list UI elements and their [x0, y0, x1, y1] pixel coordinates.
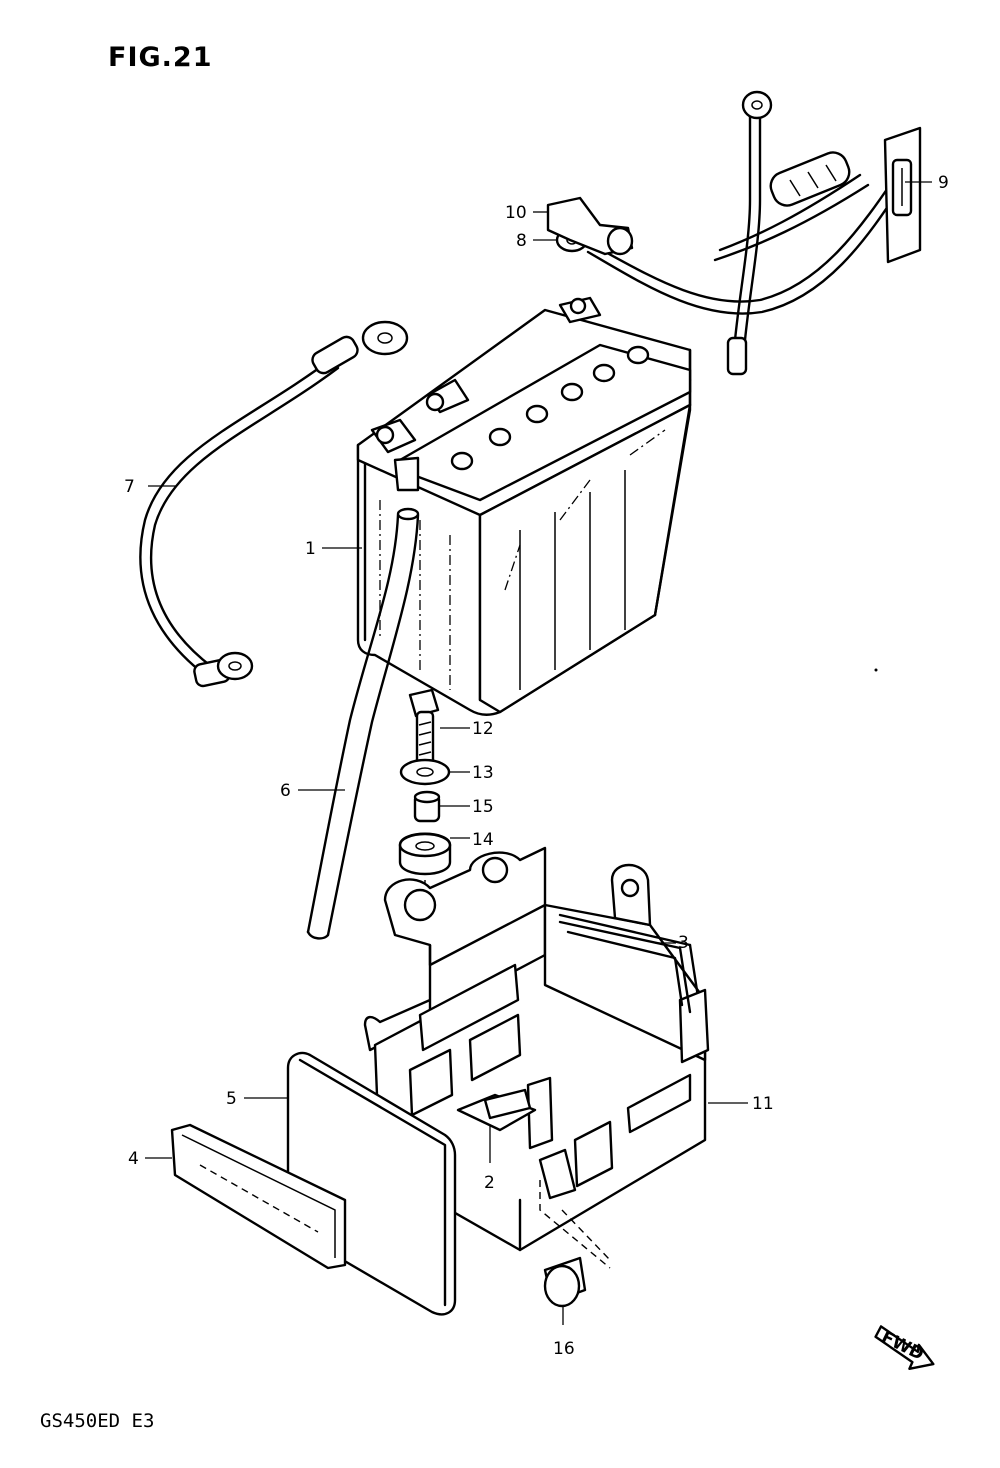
- part-2-pad: [483, 1088, 532, 1120]
- callout-6: 6: [280, 781, 291, 801]
- part-7-battery-cable: [139, 320, 409, 688]
- part-10-terminal-cover: [546, 196, 634, 256]
- part-15-collar: [413, 790, 441, 823]
- leader-lines: [145, 181, 932, 1325]
- callout-9: 9: [938, 173, 949, 193]
- callout-labels: 1 2 3 4 5 6 7 8 9 10 11 12 13 14 15 16: [124, 173, 949, 1359]
- fwd-label: FWD: [878, 1327, 927, 1364]
- callout-5: 5: [226, 1089, 237, 1109]
- part-9-fuse-holder: [769, 126, 922, 264]
- part-12-bolt: [408, 688, 440, 769]
- callout-13: 13: [472, 763, 494, 783]
- callout-10: 10: [505, 203, 527, 223]
- callout-11: 11: [752, 1094, 774, 1114]
- part-4-strap: [170, 1123, 347, 1270]
- speck: [874, 668, 878, 672]
- fwd-arrow-icon: FWD: [874, 1325, 935, 1370]
- figure-title: FIG.21: [108, 42, 213, 73]
- part-13-washer: [399, 758, 451, 786]
- callout-8: 8: [516, 231, 527, 251]
- part-6-breather-hose: [306, 507, 420, 940]
- callout-2: 2: [484, 1173, 495, 1193]
- part-3-cushion: [558, 920, 692, 1014]
- battery-cell-caps: [450, 345, 650, 471]
- model-code: GS450ED E3: [40, 1410, 155, 1432]
- part-14-grommet: [398, 832, 452, 876]
- callout-16: 16: [553, 1339, 575, 1359]
- callout-3: 3: [678, 933, 689, 953]
- callout-12: 12: [472, 719, 494, 739]
- part-16-cap: [543, 1256, 587, 1308]
- callout-7: 7: [124, 477, 135, 497]
- callout-4: 4: [128, 1149, 139, 1169]
- part-1-battery: [356, 296, 692, 716]
- callout-14: 14: [472, 830, 494, 850]
- part-11-battery-holder: [363, 846, 710, 1269]
- callout-1: 1: [305, 539, 316, 559]
- callout-15: 15: [472, 797, 494, 817]
